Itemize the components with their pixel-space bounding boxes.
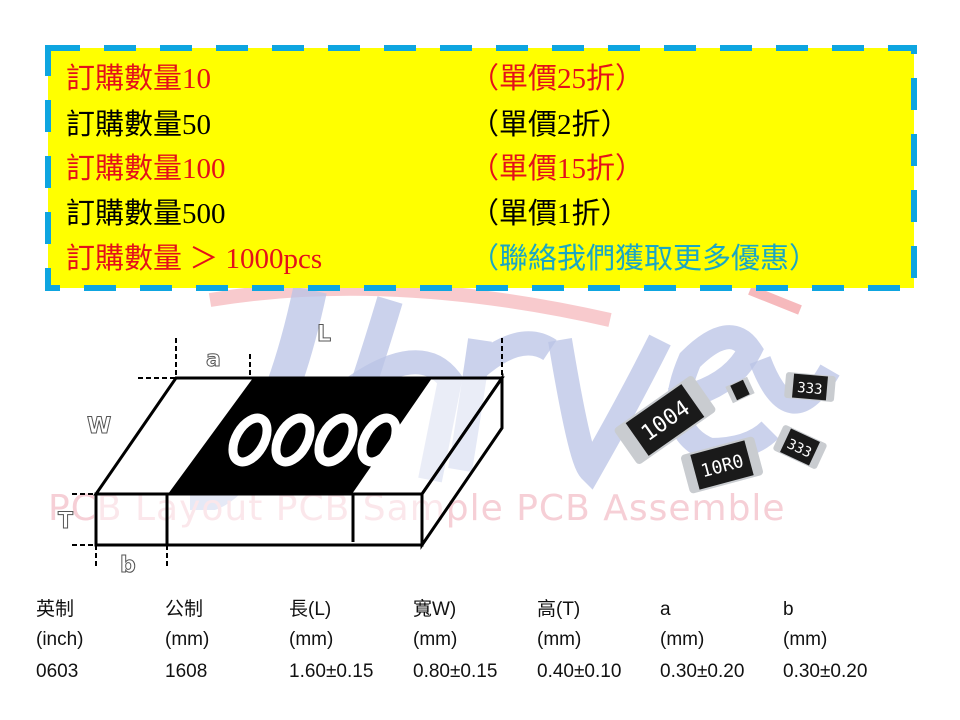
cell-height: 0.40±0.10	[537, 661, 622, 682]
promo-quantity-1000: 訂購數量 ＞ 1000pcs	[66, 243, 323, 275]
header-width-unit: (mm)	[413, 629, 458, 650]
header-height: 高(T)	[537, 599, 581, 620]
cell-b: 0.30±0.20	[783, 661, 868, 682]
header-length-unit: (mm)	[289, 629, 334, 650]
label-a: a	[206, 347, 222, 373]
header-width: 寬W)	[413, 599, 457, 620]
header-imperial: 英制	[36, 599, 75, 620]
header-metric: 公制	[165, 599, 204, 620]
header-a: a	[660, 599, 671, 620]
svg-text:333: 333	[797, 380, 824, 398]
promo-discount-100: （單價15折）	[470, 153, 645, 185]
header-a-unit: (mm)	[660, 629, 705, 650]
header-b: b	[783, 599, 794, 620]
promo-quantity-100: 訂購數量100	[66, 153, 226, 185]
cell-length: 1.60±0.15	[289, 661, 374, 682]
promo-dashed-border	[45, 45, 917, 291]
label-b: b	[120, 553, 137, 579]
label-thickness: T	[57, 509, 74, 535]
label-length: L	[316, 322, 332, 348]
header-length: 長(L)	[289, 599, 332, 620]
promo-discount-50: （單價2折）	[470, 109, 630, 141]
promo-quantity-500: 訂購數量500	[66, 198, 226, 230]
promo-quantity-50: 訂購數量50	[66, 109, 212, 141]
cell-a: 0.30±0.20	[660, 661, 745, 682]
promo-discount-500: （單價1折）	[470, 198, 630, 230]
header-height-unit: (mm)	[537, 629, 582, 650]
smd-resistor-photo: 1004 333 333 10R0	[614, 372, 836, 494]
promo-pricing-box	[48, 48, 914, 288]
cell-metric: 1608	[165, 661, 208, 682]
promo-contact-us: （聯絡我們獲取更多優惠）	[470, 243, 819, 275]
cell-width: 0.80±0.15	[413, 661, 498, 682]
label-width: W	[86, 414, 112, 440]
header-b-unit: (mm)	[783, 629, 828, 650]
header-imperial-unit: (inch)	[36, 629, 84, 650]
header-metric-unit: (mm)	[165, 629, 210, 650]
chip-dimension-diagram	[72, 338, 505, 567]
promo-discount-10: （單價25折）	[470, 63, 645, 95]
cell-imperial: 0603	[36, 661, 79, 682]
promo-quantity-10: 訂購數量10	[66, 63, 212, 95]
